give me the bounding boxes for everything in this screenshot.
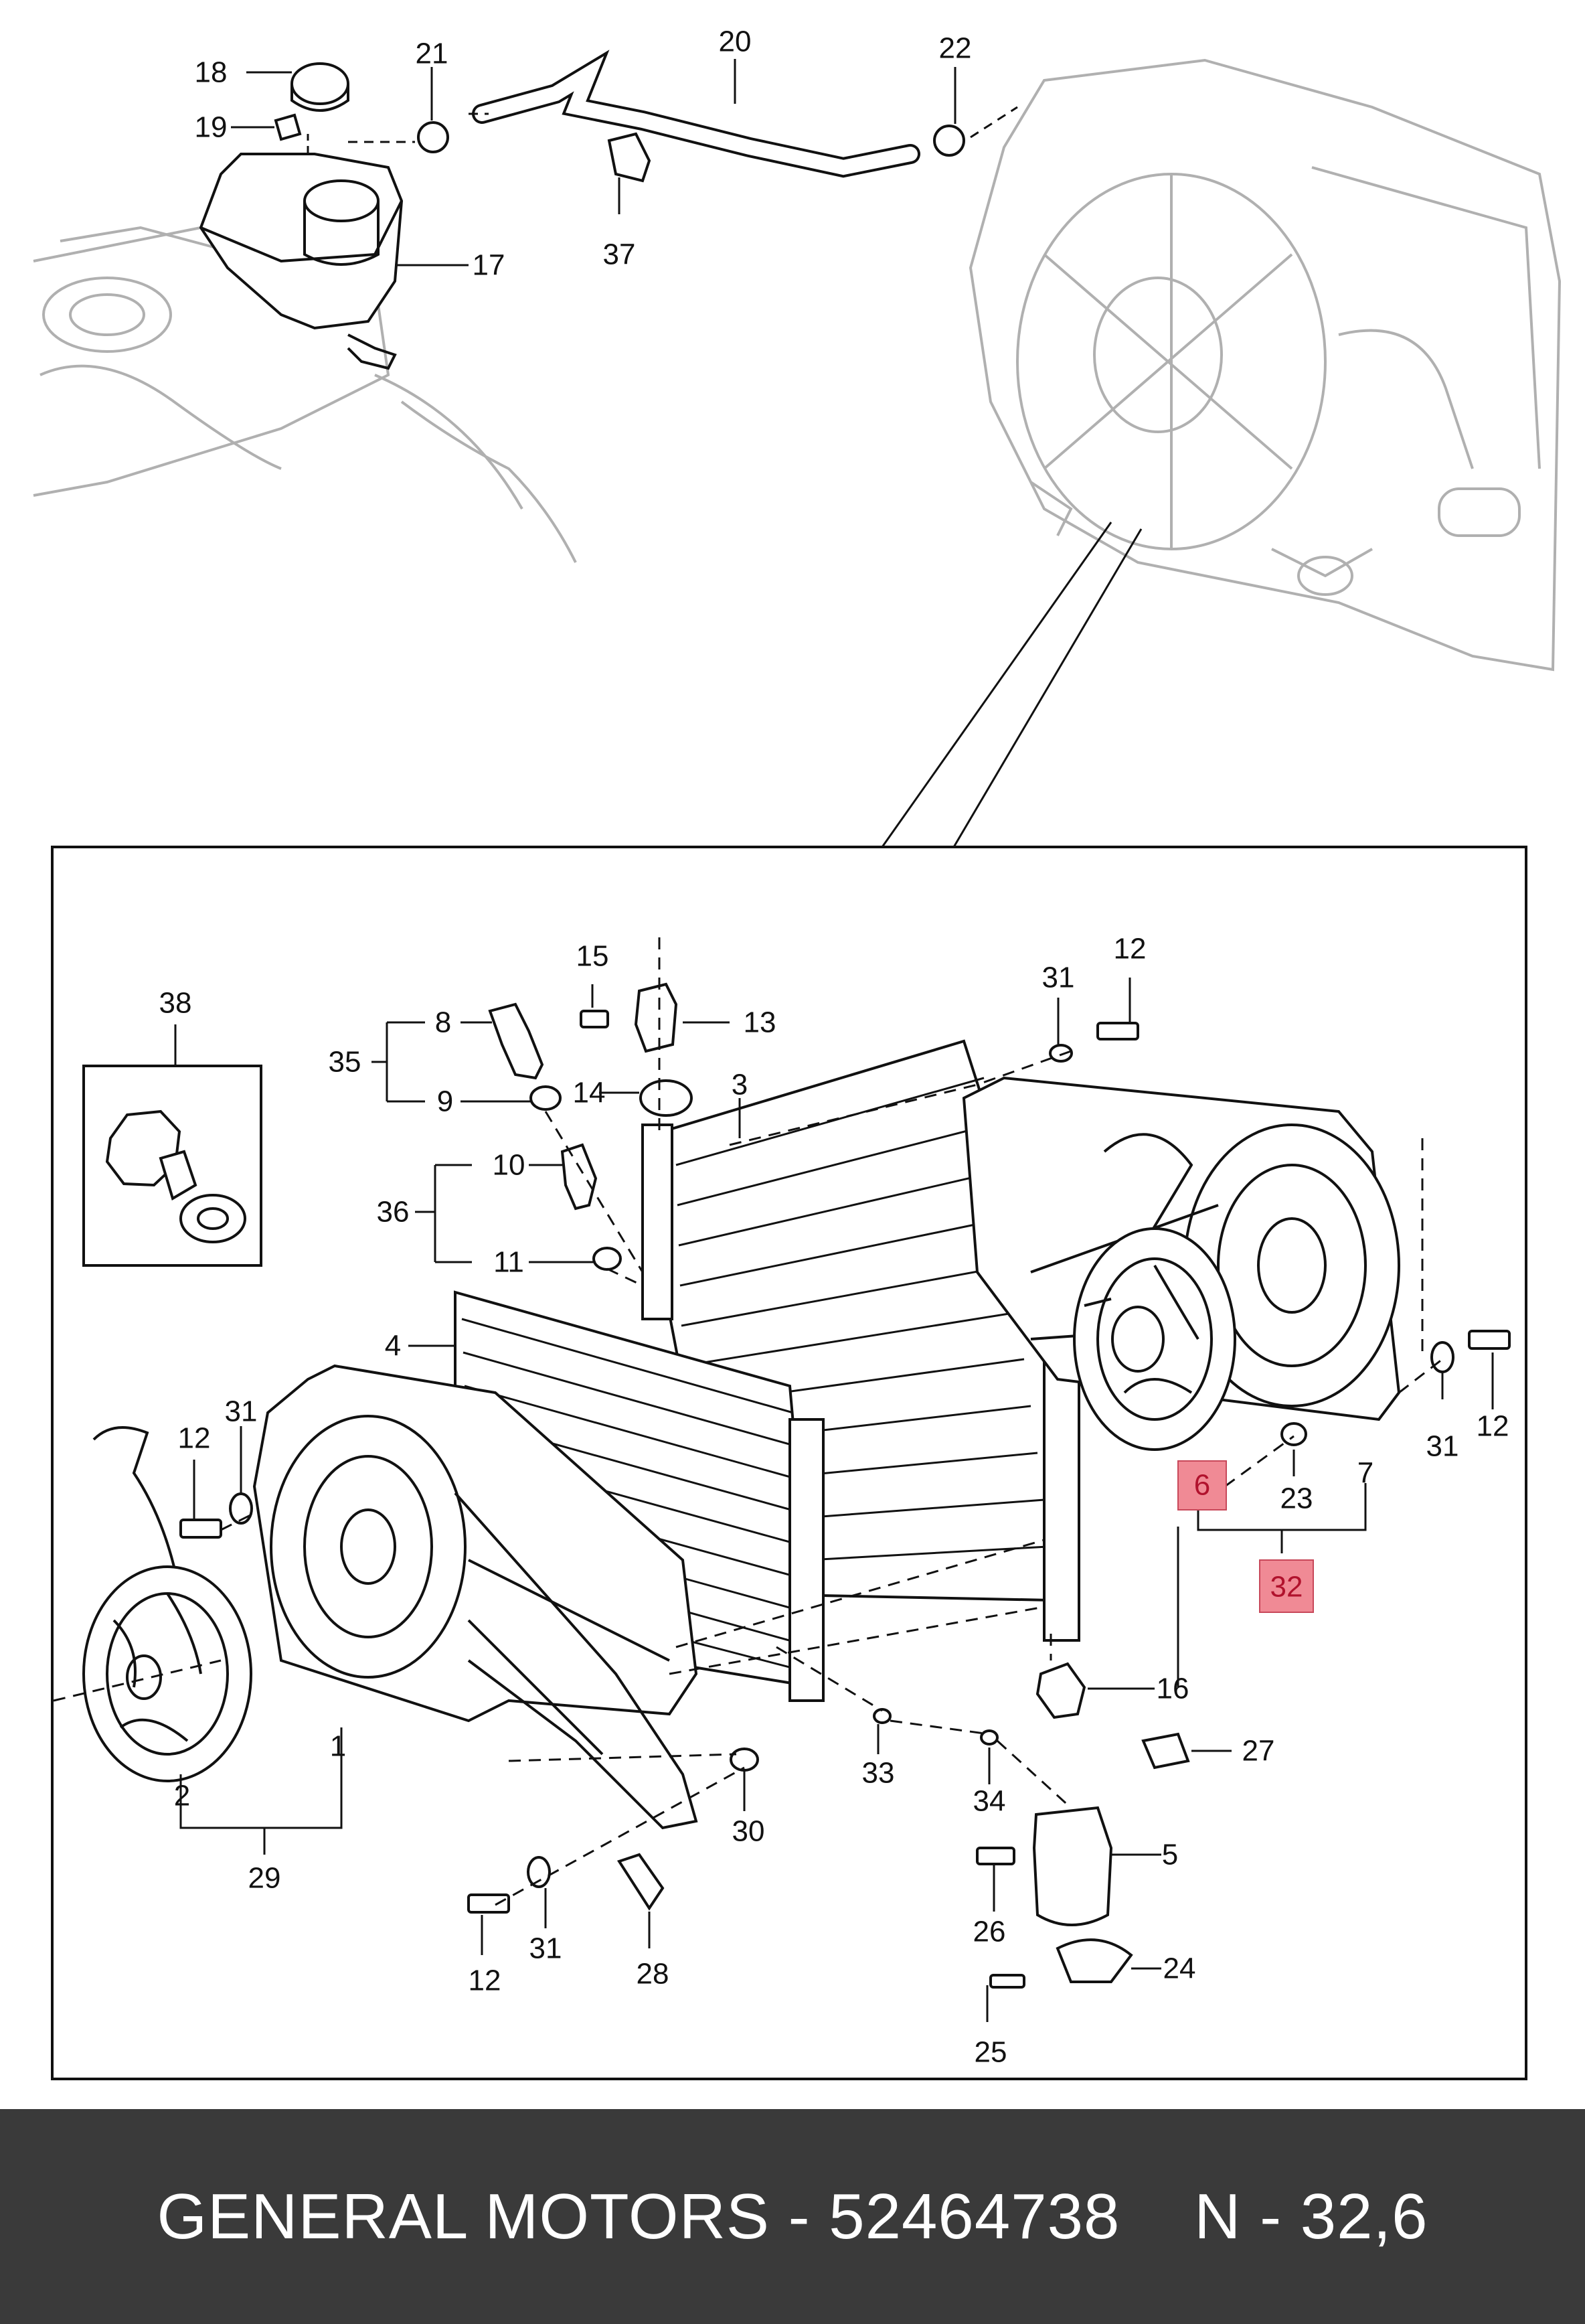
parts-diagram: 18 19 21 20 22 17 37 38 15 13 8 35 9 14 … bbox=[33, 25, 1562, 2080]
callout-28: 28 bbox=[637, 1958, 669, 1991]
callout-10: 10 bbox=[493, 1149, 525, 1182]
screw-25 bbox=[989, 1974, 1025, 1989]
callout-18: 18 bbox=[195, 56, 228, 89]
seal-34 bbox=[980, 1729, 999, 1746]
top-parts bbox=[199, 50, 965, 370]
callout-31-left: 31 bbox=[225, 1395, 258, 1428]
footer-banner: GENERAL MOTORS - 52464738 N - 32,6 bbox=[0, 2109, 1585, 2324]
callout-21: 21 bbox=[416, 37, 448, 70]
callout-37: 37 bbox=[603, 238, 636, 271]
hose-20 bbox=[472, 50, 920, 178]
callout-25: 25 bbox=[975, 2036, 1007, 2069]
drain-plug-16 bbox=[1035, 1662, 1086, 1719]
bolt-26 bbox=[976, 1847, 1015, 1865]
washer-31-b bbox=[229, 1492, 253, 1525]
hose-clamp-22 bbox=[933, 125, 965, 157]
callout-22: 22 bbox=[939, 32, 972, 65]
callout-9: 9 bbox=[437, 1085, 453, 1118]
callout-3: 3 bbox=[732, 1069, 748, 1101]
callout-27: 27 bbox=[1242, 1735, 1275, 1768]
bracket-13 bbox=[634, 982, 678, 1053]
washer-31-c bbox=[1430, 1341, 1454, 1373]
callout-24: 24 bbox=[1163, 1952, 1196, 1985]
connector-27 bbox=[1141, 1732, 1190, 1770]
callout-11: 11 bbox=[493, 1246, 524, 1279]
callout-20: 20 bbox=[719, 25, 752, 58]
callout-15: 15 bbox=[576, 940, 609, 973]
zoom-connector bbox=[881, 522, 1143, 848]
callout-4: 4 bbox=[385, 1330, 401, 1363]
callout-31-right: 31 bbox=[1426, 1430, 1459, 1463]
clip-19 bbox=[274, 113, 302, 141]
bolt-12-a bbox=[1096, 1022, 1139, 1040]
highlight-box-6 bbox=[1177, 1460, 1227, 1510]
callout-30: 30 bbox=[732, 1815, 765, 1848]
callout-33: 33 bbox=[862, 1757, 895, 1790]
callout-16: 16 bbox=[1157, 1673, 1189, 1705]
callout-12-top: 12 bbox=[1114, 933, 1147, 965]
callout-35: 35 bbox=[329, 1046, 361, 1079]
callout-36: 36 bbox=[377, 1196, 410, 1229]
nut-23 bbox=[1280, 1422, 1307, 1446]
grommet-14 bbox=[639, 1079, 693, 1117]
bolt-12-d bbox=[467, 1893, 510, 1914]
washer-31-a bbox=[1049, 1044, 1073, 1063]
cooling-fan-2 bbox=[82, 1426, 252, 1782]
callout-13: 13 bbox=[744, 1006, 776, 1039]
callout-labels: 18 19 21 20 22 17 37 38 15 13 8 35 9 14 … bbox=[159, 25, 1509, 2069]
bolt-12-b bbox=[179, 1519, 222, 1539]
callout-29: 29 bbox=[248, 1862, 281, 1895]
top-leader-lines bbox=[231, 59, 1018, 266]
fan-motor-6 bbox=[1073, 1227, 1236, 1451]
small-parts bbox=[179, 982, 1511, 1989]
seal-ring-11 bbox=[592, 1247, 622, 1271]
clamp-24 bbox=[1056, 1938, 1133, 1983]
highlight-box-32 bbox=[1259, 1559, 1314, 1613]
callout-6: 6 bbox=[1194, 1469, 1210, 1502]
callout-26: 26 bbox=[973, 1916, 1006, 1948]
fan-shroud-1 bbox=[252, 1364, 698, 1830]
callout-31-bottom: 31 bbox=[529, 1932, 562, 1965]
callout-5: 5 bbox=[1162, 1839, 1178, 1871]
callout-12-left: 12 bbox=[178, 1422, 211, 1455]
callout-34: 34 bbox=[973, 1785, 1006, 1818]
bracket-28 bbox=[616, 1853, 665, 1911]
callout-7: 7 bbox=[1357, 1457, 1373, 1490]
bolt-15 bbox=[580, 1010, 609, 1028]
detail-frame bbox=[51, 846, 1527, 2080]
seal-ring-9 bbox=[529, 1085, 562, 1111]
inset-38 bbox=[82, 1024, 262, 1267]
callout-12-bottom: 12 bbox=[469, 1964, 501, 1997]
assembly-lines bbox=[53, 937, 1443, 1906]
callout-1: 1 bbox=[330, 1730, 346, 1763]
pressure-switch-8 bbox=[488, 1002, 544, 1080]
callout-2: 2 bbox=[174, 1780, 190, 1812]
hose-clamp-21 bbox=[417, 121, 449, 153]
nut-30 bbox=[730, 1748, 759, 1772]
engine-bay-ghost-illustration bbox=[33, 58, 1562, 672]
callout-14: 14 bbox=[573, 1077, 606, 1109]
reservoir-cap bbox=[290, 62, 349, 105]
callout-23: 23 bbox=[1280, 1482, 1313, 1515]
callout-17: 17 bbox=[473, 249, 505, 282]
seal-33 bbox=[873, 1708, 892, 1724]
detail-leader-lines bbox=[179, 978, 1494, 2022]
callout-12-right: 12 bbox=[1477, 1410, 1509, 1443]
bracket-37 bbox=[607, 132, 651, 183]
callout-38: 38 bbox=[159, 987, 192, 1020]
callout-19: 19 bbox=[195, 111, 228, 144]
part-number-caption: GENERAL MOTORS - 52464738 N - 32,6 bbox=[157, 2180, 1428, 2252]
callout-8: 8 bbox=[435, 1006, 451, 1039]
washer-31-d bbox=[527, 1856, 551, 1888]
sensor-10 bbox=[560, 1143, 598, 1211]
callout-32: 32 bbox=[1270, 1571, 1303, 1604]
callout-31-top: 31 bbox=[1042, 961, 1075, 994]
bolt-12-c bbox=[1468, 1330, 1511, 1350]
receiver-drier-5 bbox=[1032, 1806, 1113, 1926]
